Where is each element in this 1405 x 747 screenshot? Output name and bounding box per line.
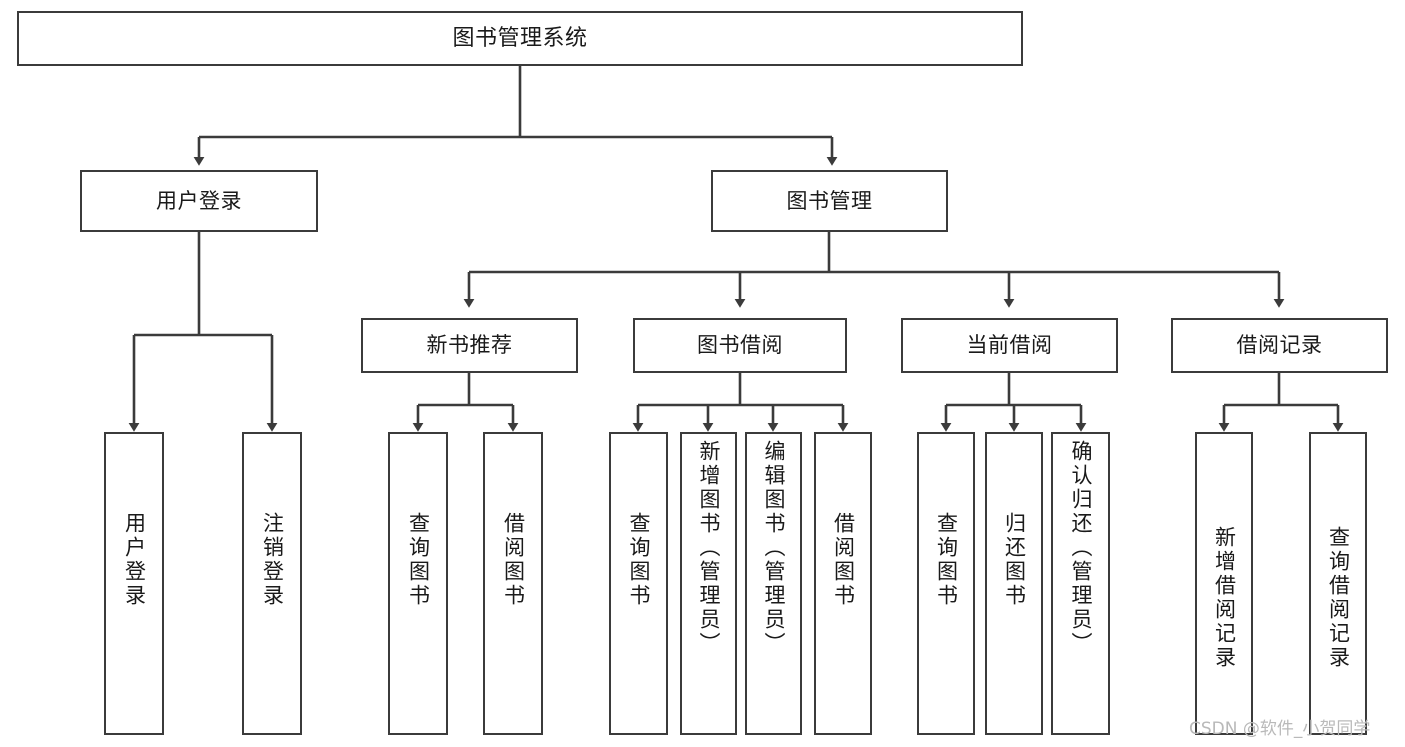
node-leaf-query-book-current[interactable]: 查询图书 bbox=[917, 432, 975, 735]
node-label: 查询借阅记录 bbox=[1326, 526, 1351, 670]
node-label: 借阅图书 bbox=[501, 512, 526, 608]
node-leaf-confirm-return-admin[interactable]: 确认归还（管理员） bbox=[1051, 432, 1110, 735]
node-leaf-add-book-admin[interactable]: 新增图书（管理员） bbox=[680, 432, 737, 735]
node-label: 图书借阅 bbox=[697, 333, 783, 358]
node-user-login[interactable]: 用户登录 bbox=[80, 170, 318, 232]
node-current-borrow[interactable]: 当前借阅 bbox=[901, 318, 1118, 373]
node-leaf-add-borrow-record[interactable]: 新增借阅记录 bbox=[1195, 432, 1253, 735]
node-label: 用户登录 bbox=[122, 512, 147, 608]
node-label: 新增借阅记录 bbox=[1212, 526, 1237, 670]
node-label: 查询图书 bbox=[406, 512, 431, 608]
node-label: 图书管理 bbox=[786, 188, 873, 213]
node-borrow-record[interactable]: 借阅记录 bbox=[1171, 318, 1388, 373]
node-label: 新书推荐 bbox=[426, 333, 513, 358]
csdn-watermark: CSDN @软件_小贺同学 bbox=[1189, 719, 1371, 739]
node-book-management[interactable]: 图书管理 bbox=[711, 170, 948, 232]
node-book-borrow[interactable]: 图书借阅 bbox=[633, 318, 847, 373]
node-leaf-logout[interactable]: 注销登录 bbox=[242, 432, 302, 735]
node-leaf-query-book-borrow[interactable]: 查询图书 bbox=[609, 432, 668, 735]
node-root-book-management-system[interactable]: 图书管理系统 bbox=[17, 11, 1023, 66]
node-leaf-borrow-book-recommendation[interactable]: 借阅图书 bbox=[483, 432, 543, 735]
node-leaf-return-book[interactable]: 归还图书 bbox=[985, 432, 1043, 735]
node-label: 查询图书 bbox=[627, 512, 651, 608]
node-label: 注销登录 bbox=[260, 512, 285, 608]
node-leaf-query-book-recommendation[interactable]: 查询图书 bbox=[388, 432, 448, 735]
node-leaf-borrow-book-borrow[interactable]: 借阅图书 bbox=[814, 432, 872, 735]
node-leaf-user-login[interactable]: 用户登录 bbox=[104, 432, 164, 735]
node-label: 新增图书（管理员） bbox=[697, 440, 721, 656]
node-label: 用户登录 bbox=[156, 188, 242, 213]
node-label: 归还图书 bbox=[1002, 512, 1027, 608]
node-leaf-query-borrow-record[interactable]: 查询借阅记录 bbox=[1309, 432, 1367, 735]
node-label: 借阅记录 bbox=[1236, 333, 1323, 358]
node-label: 当前借阅 bbox=[966, 333, 1053, 358]
node-label: 查询图书 bbox=[934, 512, 959, 608]
node-new-book-recommendation[interactable]: 新书推荐 bbox=[361, 318, 578, 373]
node-leaf-edit-book-admin[interactable]: 编辑图书（管理员） bbox=[745, 432, 802, 735]
node-label: 图书管理系统 bbox=[452, 25, 588, 51]
node-label: 编辑图书（管理员） bbox=[762, 440, 786, 656]
node-label: 确认归还（管理员） bbox=[1069, 440, 1093, 656]
node-label: 借阅图书 bbox=[831, 512, 856, 608]
